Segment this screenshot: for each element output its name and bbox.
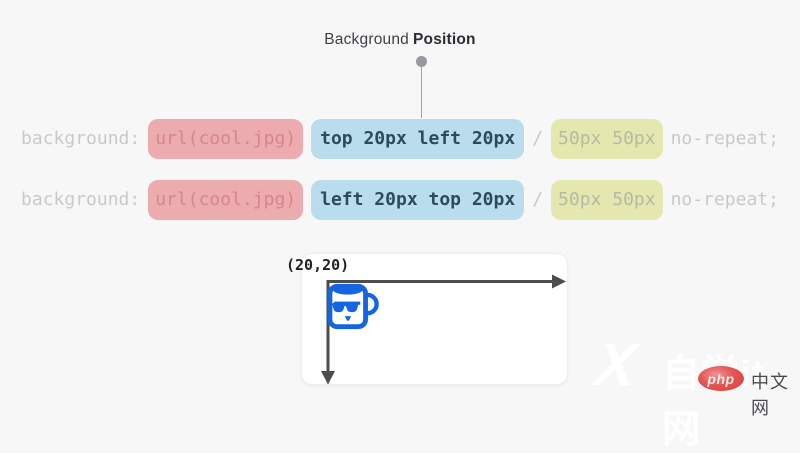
mug-icon [327, 283, 379, 330]
css-rule-line-1: background: url(cool.jpg) top 20px left … [0, 118, 800, 159]
css-rule-line-2: background: url(cool.jpg) left 20px top … [0, 179, 800, 220]
property-label: background: [21, 189, 141, 210]
url-value-chip: url(cool.jpg) [148, 118, 304, 159]
connector-dot [416, 56, 427, 67]
position-value-chip: top 20px left 20px [311, 118, 525, 159]
repeat-value-label: no-repeat; [670, 128, 779, 149]
position-value-chip: left 20px top 20px [311, 179, 525, 220]
title-prefix: Background [324, 31, 409, 48]
size-value-chip: 50px 50px [551, 179, 663, 220]
coordinate-label: (20,20) [286, 256, 350, 274]
repeat-value-label: no-repeat; [670, 189, 779, 210]
title-emphasis: Position [412, 31, 476, 48]
slash-separator: / [532, 189, 544, 210]
connector-line [420, 66, 422, 118]
url-value-chip: url(cool.jpg) [148, 179, 304, 220]
php-logo-badge: php [698, 366, 744, 391]
size-value-chip: 50px 50px [551, 118, 663, 159]
slash-separator: / [532, 128, 544, 149]
property-label: background: [21, 128, 141, 149]
arrow-right-icon [328, 274, 566, 289]
watermark-x-logo: X [591, 331, 641, 398]
site-name-label: 中文网 [751, 372, 789, 418]
